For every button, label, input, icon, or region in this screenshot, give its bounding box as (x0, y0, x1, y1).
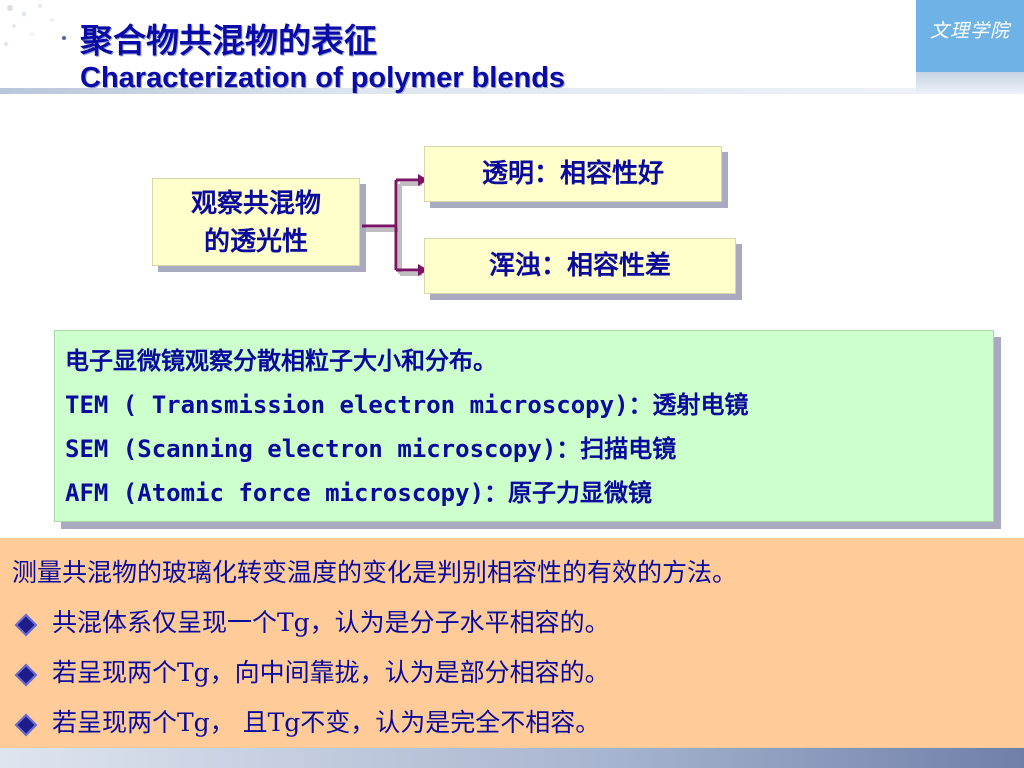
microscopy-tem: TEM ( Transmission electron microscopy)：… (65, 391, 749, 419)
footer-bar (0, 748, 1024, 768)
tg-intro: 测量共混物的玻璃化转变温度的变化是判别相容性的有效的方法。 (12, 558, 738, 587)
list-item: 共混体系仅呈现一个Tg，认为是分子水平相容的。 (12, 598, 1024, 648)
microscopy-intro: 电子显微镜观察分散相粒子大小和分布。 (65, 346, 497, 375)
branch-arrows (362, 174, 428, 276)
observation-box: 观察共混物 的透光性 (152, 178, 360, 266)
page-title-english: Characterization of polymer blends (80, 62, 566, 94)
page-title-chinese: 聚合物共混物的表征 (80, 21, 377, 60)
observation-line-1: 观察共混物 (190, 189, 321, 219)
diamond-bullet-icon (14, 663, 38, 686)
turbid-result-box: 浑浊：相容性差 (424, 238, 736, 294)
transparent-result-box: 透明：相容性好 (424, 146, 722, 202)
diamond-bullet-icon (14, 613, 38, 636)
microscopy-sem: SEM (Scanning electron microscopy)：扫描电镜 (65, 435, 677, 463)
tg-method-box: 测量共混物的玻璃化转变温度的变化是判别相容性的有效的方法。 共混体系仅呈现一个T… (0, 538, 1024, 748)
microscopy-afm: AFM (Atomic force microscopy)：原子力显微镜 (65, 479, 653, 507)
tg-item-2: 若呈现两个Tg，向中间靠拢，认为是部分相容的。 (52, 658, 610, 687)
list-item: 若呈现两个Tg， 且Tg不变，认为是完全不相容。 (12, 698, 1024, 748)
header-decoration (3, 4, 66, 47)
list-item: 若呈现两个Tg，向中间靠拢，认为是部分相容的。 (12, 648, 1024, 698)
tg-item-1: 共混体系仅呈现一个Tg，认为是分子水平相容的。 (52, 608, 610, 637)
observation-line-2: 的透光性 (203, 227, 308, 257)
microscopy-box: 电子显微镜观察分散相粒子大小和分布。 TEM ( Transmission el… (54, 330, 994, 522)
institution-badge (916, 0, 1024, 72)
tg-item-3: 若呈现两个Tg， 且Tg不变，认为是完全不相容。 (52, 708, 601, 737)
badge-strip (916, 72, 1024, 94)
institution-name: 文理学院 (929, 20, 1010, 42)
diamond-bullet-icon (14, 713, 38, 736)
header-rule (0, 88, 916, 94)
